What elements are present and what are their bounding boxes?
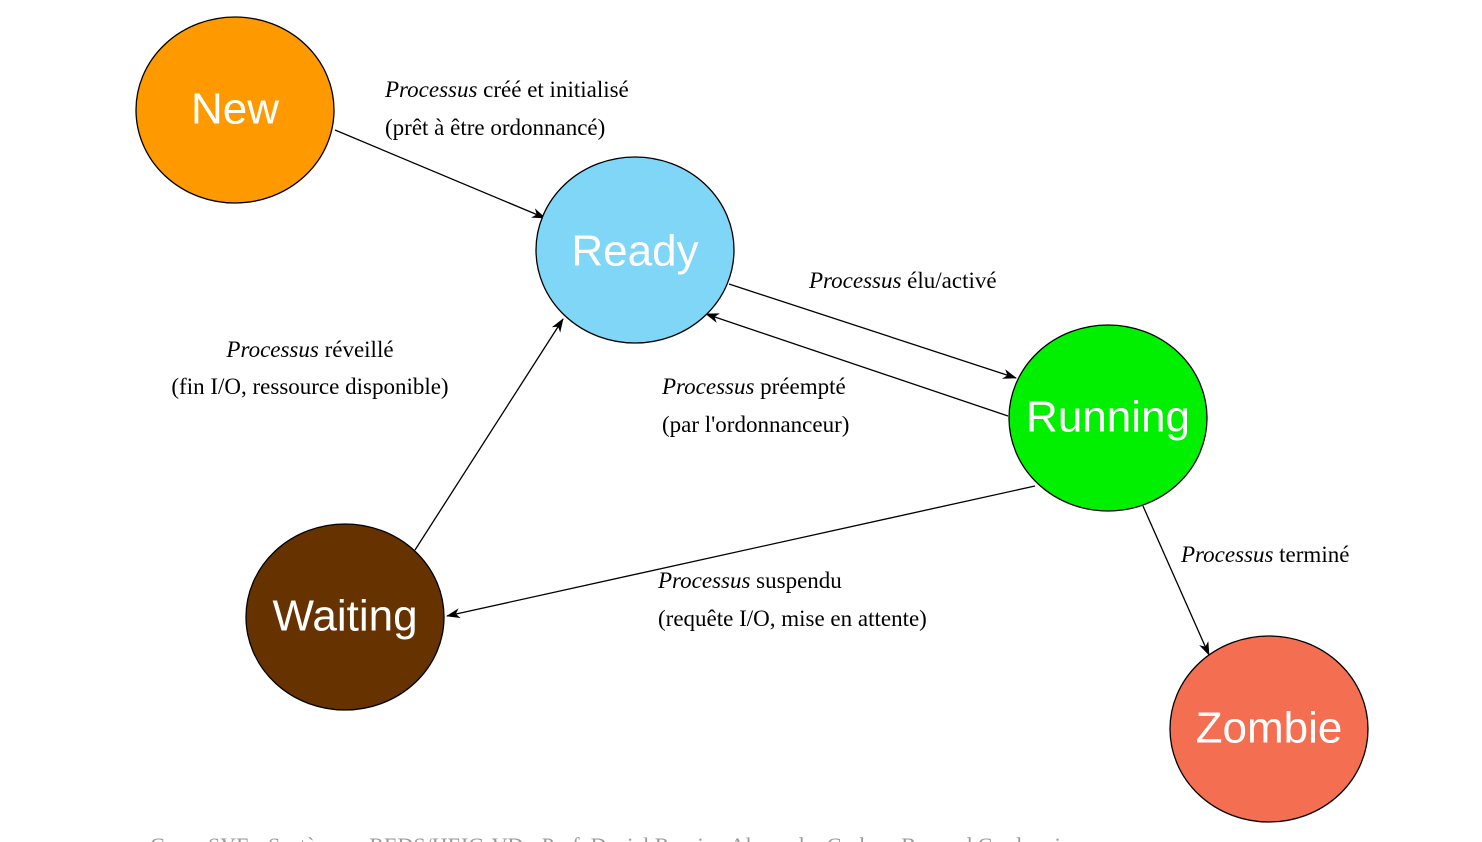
arrow-running-to-zombie — [1142, 505, 1210, 656]
state-waiting-circle — [245, 523, 445, 711]
label-running-to-ready: Processus préempté (par l'ordonnanceur) — [661, 374, 849, 437]
label-running-to-waiting: Processus suspendu (requête I/O, mise en… — [657, 568, 927, 631]
label-new-to-ready-line2: (prêt à être ordonnancé) — [385, 115, 605, 140]
label-running-to-ready-line1: Processus préempté — [661, 374, 846, 399]
state-new-circle — [135, 16, 335, 204]
label-running-to-zombie: Processus terminé — [1180, 542, 1349, 567]
state-running-label: Running — [1026, 393, 1190, 442]
label-waiting-to-ready-line2: (fin I/O, ressource disponible) — [171, 374, 448, 399]
arrow-new-to-ready — [334, 129, 546, 219]
state-zombie-label: Zombie — [1196, 704, 1343, 753]
label-ready-to-running-line1: Processus élu/activé — [808, 268, 997, 293]
state-zombie-circle — [1169, 635, 1369, 823]
state-ready-label: Ready — [571, 227, 698, 276]
label-running-to-ready-line2: (par l'ordonnanceur) — [662, 412, 849, 437]
state-waiting: Waiting — [245, 523, 445, 711]
label-ready-to-running: Processus élu/activé — [808, 268, 997, 293]
state-waiting-label: Waiting — [272, 592, 417, 641]
label-running-to-waiting-line2: (requête I/O, mise en attente) — [658, 606, 927, 631]
state-ready-circle — [535, 156, 735, 344]
label-new-to-ready: Processus créé et initialisé (prêt à êtr… — [384, 77, 629, 140]
arrow-running-to-ready — [705, 313, 1009, 417]
footer-credits: Cours SYE - Systèmes - REDS/HEIG-VD - Pr… — [150, 833, 1079, 842]
arrow-ready-to-running — [728, 283, 1017, 379]
label-running-to-waiting-line1: Processus suspendu — [657, 568, 842, 593]
arrow-running-to-waiting — [446, 485, 1036, 619]
state-new: New — [135, 16, 335, 204]
state-running-circle — [1008, 324, 1208, 512]
label-new-to-ready-line1: Processus créé et initialisé — [384, 77, 629, 102]
label-waiting-to-ready-line1: Processus réveillé — [225, 337, 393, 362]
state-running: Running — [1008, 324, 1208, 512]
arrow-waiting-to-ready — [414, 318, 564, 551]
state-zombie: Zombie — [1169, 635, 1369, 823]
state-ready: Ready — [535, 156, 735, 344]
state-new-label: New — [191, 85, 279, 134]
label-waiting-to-ready: Processus réveillé (fin I/O, ressource d… — [171, 337, 448, 399]
label-running-to-zombie-line1: Processus terminé — [1180, 542, 1349, 567]
